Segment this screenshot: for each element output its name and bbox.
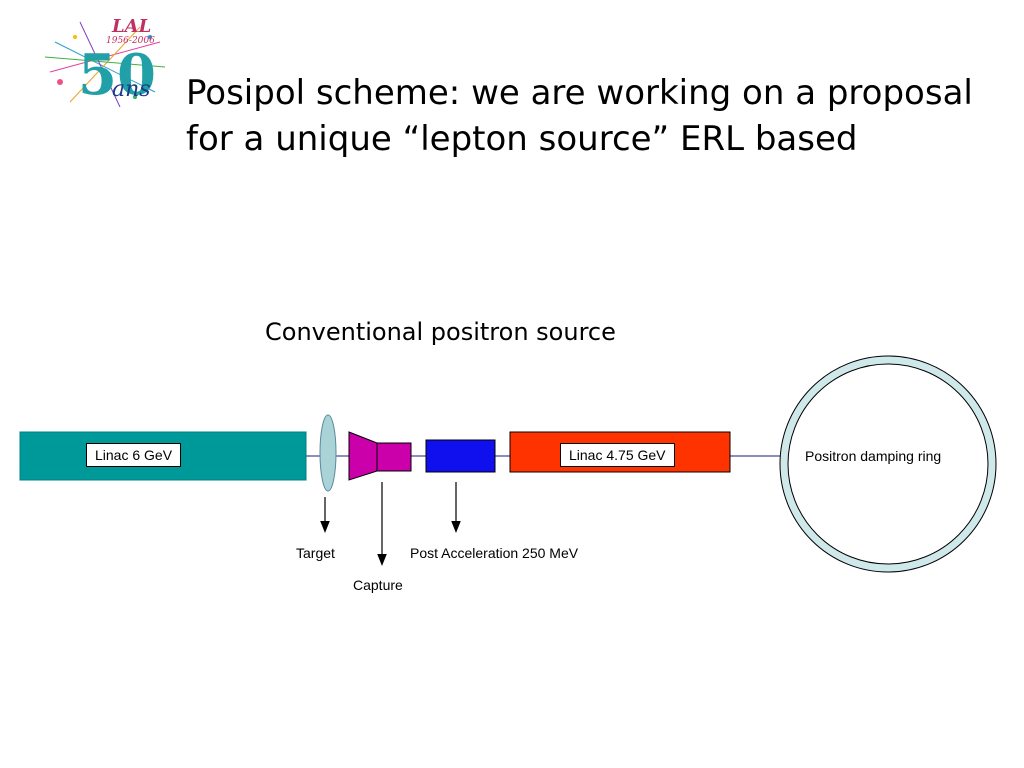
linac-4-75gev-label: Linac 4.75 GeV <box>560 443 675 467</box>
capture-box <box>376 442 412 472</box>
logo-suffix-text: ans <box>112 77 151 102</box>
capture-label: Capture <box>353 577 403 593</box>
damping-ring-inner <box>787 363 989 565</box>
post-acceleration-block <box>425 439 496 473</box>
logo-years-text: 1956-2006 <box>106 36 155 46</box>
logo-starburst-icon <box>44 21 166 108</box>
damping-ring-label: Positron damping ring <box>805 448 942 464</box>
target-element <box>319 414 337 492</box>
diagram-subtitle: Conventional positron source <box>265 318 616 346</box>
capture-cone <box>348 431 378 481</box>
slide-title-line-2: for a unique “lepton source” ERL based <box>186 119 858 159</box>
lal-50-years-logo: LAL 1956-2006 50 ans <box>44 16 166 108</box>
slide-title-line-1: Posipol scheme: we are working on a prop… <box>186 73 973 113</box>
logo-lal-text: LAL <box>111 16 151 37</box>
post-acceleration-label: Post Acceleration 250 MeV <box>410 545 579 561</box>
logo-number-text: 50 <box>78 42 156 108</box>
target-label: Target <box>296 545 335 561</box>
slide-title: Posipol scheme: we are working on a prop… <box>186 70 1016 162</box>
linac-6gev-label: Linac 6 GeV <box>86 443 182 467</box>
